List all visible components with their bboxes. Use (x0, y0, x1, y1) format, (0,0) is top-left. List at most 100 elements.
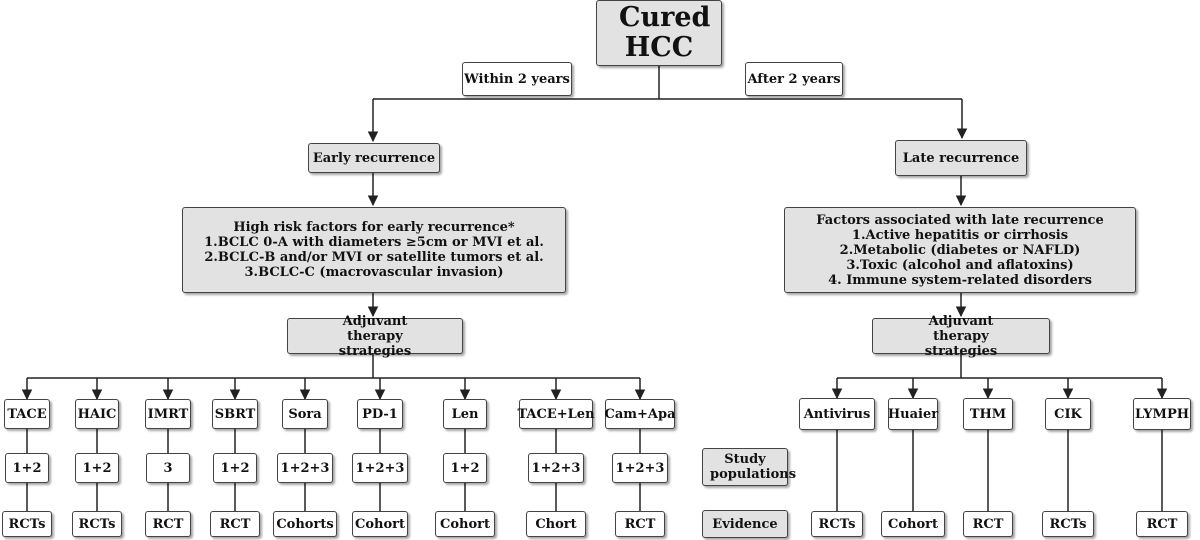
late-evidence-5: RCT (1136, 511, 1188, 537)
early-population-8-label: 1+2+3 (531, 460, 581, 476)
early-evidence-8-label: Chort (535, 516, 577, 532)
early-population-4: 1+2 (213, 453, 257, 483)
late-recurrence-label: Late recurrence (902, 150, 1020, 166)
early-risk-factor: 3.BCLC-C (macrovascular invasion) (244, 265, 504, 280)
late-factor: 2.Metabolic (diabetes or NAFLD) (839, 242, 1081, 258)
early-evidence-4-label: RCT (219, 516, 251, 532)
early-population-1-label: 1+2 (12, 460, 42, 476)
late-therapy-1-label: Antivirus (803, 406, 871, 422)
late-therapy-2-label: Huaier (887, 406, 939, 422)
early-population-3-label: 3 (163, 460, 173, 476)
early-evidence-7: Cohort (435, 511, 495, 537)
legend-evidence: Evidence (702, 510, 788, 538)
early-therapy-4-label: SBRT (214, 406, 256, 422)
late-evidence-1-label: RCTs (818, 516, 856, 532)
root-node: Cured HCC (596, 0, 722, 66)
late-evidence-4: RCTs (1042, 511, 1094, 537)
late-therapy-2: Huaier (888, 398, 938, 430)
early-evidence-5-label: Cohorts (276, 516, 334, 532)
root-node-label: Cured HCC (619, 2, 711, 63)
early-evidence-3-label: RCT (152, 516, 184, 532)
early-population-7: 1+2 (443, 453, 487, 483)
early-evidence-7-label: Cohort (440, 516, 490, 532)
branch-label-within: Within 2 years (462, 62, 572, 96)
late-factor: 4. Immune system-related disorders (828, 272, 1092, 288)
late-therapy-5-label: LYMPH (1134, 406, 1190, 422)
early-population-4-label: 1+2 (220, 460, 250, 476)
early-evidence-1-label: RCTs (8, 516, 46, 532)
late-evidence-5-label: RCT (1146, 516, 1178, 532)
early-risk-factors-title: High risk factors for early recurrence* (233, 220, 515, 235)
early-therapy-9: Cam+Apa (604, 399, 676, 429)
late-evidence-2: Cohort (881, 511, 945, 537)
branch-label-after: After 2 years (745, 62, 843, 96)
early-therapy-8: TACE+Len (517, 399, 595, 429)
early-population-6: 1+2+3 (352, 453, 408, 483)
branch-label-within-text: Within 2 years (464, 71, 570, 87)
early-therapy-5-label: Sora (288, 406, 322, 422)
branch-label-after-text: After 2 years (747, 71, 841, 87)
early-population-5-label: 1+2+3 (280, 460, 330, 476)
late-strategies-label: Adjuvant therapy strategies (924, 313, 998, 359)
early-evidence-9-label: RCT (624, 516, 656, 532)
early-therapy-1: TACE (4, 399, 50, 429)
early-evidence-9: RCT (615, 511, 665, 537)
early-evidence-2: RCTs (72, 511, 122, 537)
late-factor: 3.Toxic (alcohol and aflatoxins) (846, 257, 1074, 273)
late-evidence-2-label: Cohort (888, 516, 938, 532)
late-therapy-5: LYMPH (1133, 398, 1191, 430)
early-therapy-1-label: TACE (7, 406, 47, 422)
early-therapy-3: IMRT (145, 399, 191, 429)
late-recurrence-node: Late recurrence (895, 140, 1027, 176)
early-therapy-6: PD-1 (357, 399, 403, 429)
early-therapy-8-label: TACE+Len (517, 406, 595, 422)
late-evidence-3-label: RCT (972, 516, 1004, 532)
early-evidence-3: RCT (145, 511, 191, 537)
early-population-7-label: 1+2 (450, 460, 480, 476)
early-evidence-8: Chort (526, 511, 586, 537)
early-population-9: 1+2+3 (612, 453, 668, 483)
early-evidence-6-label: Cohort (355, 516, 405, 532)
early-evidence-2-label: RCTs (78, 516, 116, 532)
early-therapy-4: SBRT (212, 399, 258, 429)
early-therapy-7-label: Len (451, 406, 479, 422)
early-strategies-node: Adjuvant therapy strategies (287, 314, 463, 359)
late-factors-title: Factors associated with late recurrence (816, 212, 1104, 228)
early-population-2-label: 1+2 (82, 460, 112, 476)
late-therapy-3-label: THM (969, 406, 1007, 422)
late-strategies-node: Adjuvant therapy strategies (872, 314, 1050, 359)
early-risk-factor: 1.BCLC 0-A with diameters ≥5cm or MVI et… (204, 235, 544, 250)
early-population-2: 1+2 (75, 453, 119, 483)
legend-study-populations: Study populations (702, 448, 797, 486)
early-population-1: 1+2 (5, 453, 49, 483)
legend-study-populations-label: Study populations (710, 452, 797, 482)
late-evidence-1: RCTs (811, 511, 863, 537)
early-therapy-5: Sora (282, 399, 328, 429)
early-risk-factors-box: High risk factors for early recurrence* … (182, 207, 566, 293)
early-evidence-6: Cohort (352, 511, 408, 537)
late-therapy-4-label: CIK (1054, 406, 1082, 422)
late-evidence-4-label: RCTs (1049, 516, 1087, 532)
early-population-8: 1+2+3 (528, 453, 584, 483)
early-evidence-1: RCTs (2, 511, 52, 537)
early-therapy-6-label: PD-1 (362, 406, 398, 422)
early-therapy-7: Len (443, 399, 487, 429)
late-therapy-3: THM (963, 398, 1013, 430)
legend-evidence-label: Evidence (712, 516, 778, 532)
early-evidence-5: Cohorts (273, 511, 337, 537)
early-therapy-3-label: IMRT (147, 406, 189, 422)
early-risk-factor: 2.BCLC-B and/or MVI or satellite tumors … (204, 250, 544, 265)
early-recurrence-label: Early recurrence (312, 150, 436, 166)
late-factor: 1.Active hepatitis or cirrhosis (851, 227, 1069, 243)
late-therapy-1: Antivirus (799, 398, 875, 430)
early-population-9-label: 1+2+3 (615, 460, 665, 476)
early-strategies-label: Adjuvant therapy strategies (338, 313, 412, 359)
late-therapy-4: CIK (1045, 398, 1091, 430)
early-population-6-label: 1+2+3 (355, 460, 405, 476)
early-recurrence-node: Early recurrence (308, 143, 440, 173)
early-evidence-4: RCT (210, 511, 260, 537)
late-factors-box: Factors associated with late recurrence … (784, 207, 1136, 293)
early-therapy-9-label: Cam+Apa (604, 406, 676, 422)
early-population-5: 1+2+3 (277, 453, 333, 483)
